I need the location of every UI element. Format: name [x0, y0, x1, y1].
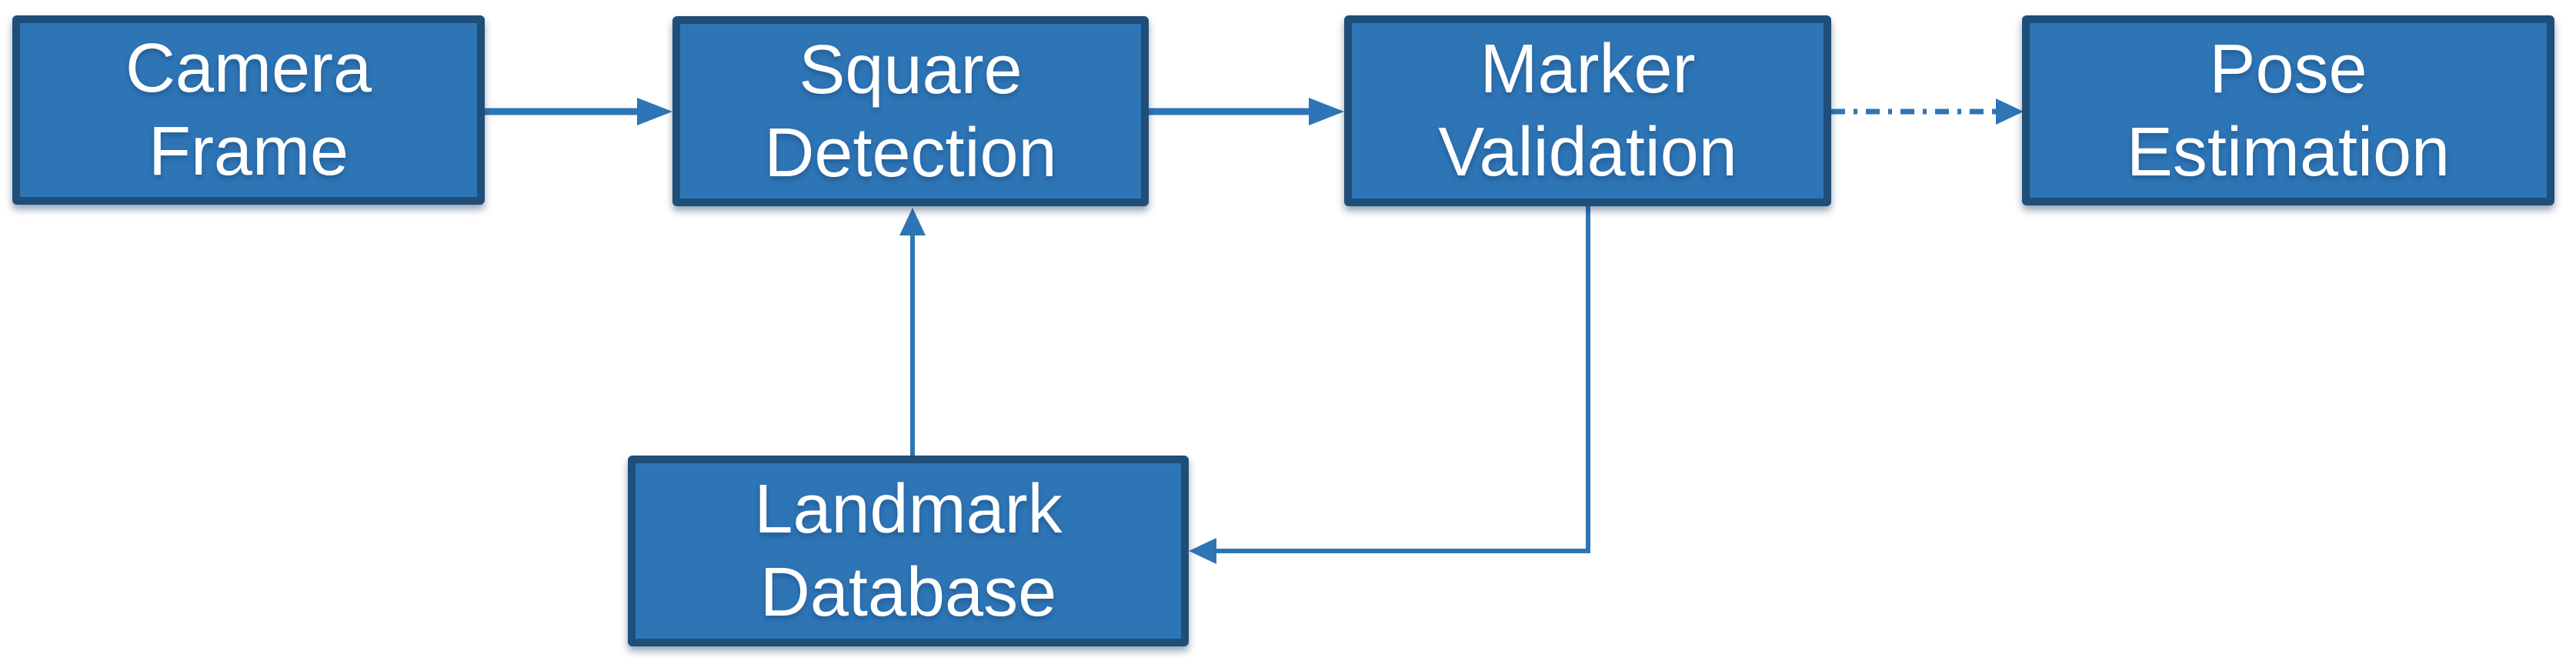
node-square-detection: Square Detection — [672, 16, 1149, 206]
node-label-line: Square — [799, 31, 1023, 108]
node-marker-validation: Marker Validation — [1344, 15, 1831, 206]
node-label-line: Marker — [1480, 31, 1696, 108]
node-label-line: Detection — [764, 114, 1057, 192]
node-label-line: Pose — [2209, 30, 2367, 108]
node-label-line: Validation — [1438, 114, 1737, 191]
node-label-line: Estimation — [2126, 113, 2451, 191]
edge-marker-validation-to-landmark-database — [1189, 206, 1590, 564]
node-camera-frame: Camera Frame — [12, 15, 485, 205]
node-label-line: Frame — [148, 113, 349, 190]
node-landmark-database: Landmark Database — [628, 456, 1189, 646]
node-label-line: Database — [759, 554, 1057, 631]
node-label-line: Camera — [125, 30, 372, 107]
node-label-line: Landmark — [754, 471, 1063, 548]
node-pose-estimation: Pose Estimation — [2022, 15, 2554, 205]
